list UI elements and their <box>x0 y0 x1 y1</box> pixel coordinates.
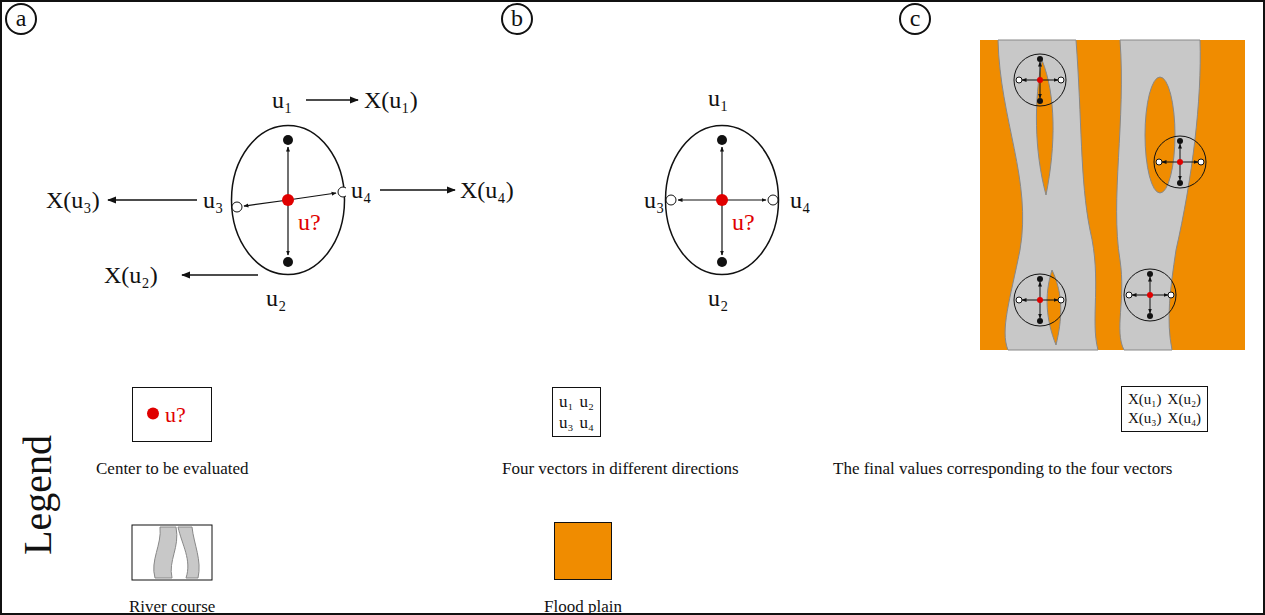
vector-label: u₄ <box>790 188 810 212</box>
vector-label: u₃ <box>559 414 573 431</box>
search-ellipse: u? <box>664 124 780 276</box>
center-label: u? <box>732 210 755 234</box>
legend-caption: The final values corresponding to the fo… <box>833 460 1172 477</box>
legend-sample-box: u? <box>132 387 212 442</box>
vector-label: X(u₄) <box>1168 411 1202 426</box>
legend-sample-box: u₁ u₂ u₃ u₄ <box>552 387 601 437</box>
panel-letter: b <box>501 3 533 35</box>
vector-label: u₂ <box>708 286 728 310</box>
vector-label: u₄ <box>351 178 371 202</box>
vector-label: X(u₃) <box>1128 411 1162 426</box>
vector-label: u₁ <box>272 88 292 112</box>
legend-swatch <box>554 522 612 580</box>
legend-heading: Legend <box>18 435 58 555</box>
value-label: X(u₂) <box>104 263 158 287</box>
value-label: X(u₄) <box>460 178 514 202</box>
center-label: u? <box>165 404 186 426</box>
panel-letter: a <box>5 3 37 35</box>
vector-label: u₁ <box>559 393 573 410</box>
vector-label: u₃ <box>644 188 664 212</box>
value-label: X(u₃) <box>46 188 100 212</box>
vector-label: X(u₂) <box>1168 392 1202 407</box>
legend-caption: Four vectors in different directions <box>502 460 739 477</box>
vector-label: X(u₁) <box>1128 392 1162 407</box>
panel-letter-text: c <box>910 6 921 30</box>
legend-sample-box: X(u₁) X(u₂) X(u₃) X(u₄) <box>1121 386 1208 432</box>
legend-caption: Center to be evaluated <box>96 460 248 477</box>
vector-label: u₄ <box>579 414 593 431</box>
ellipse-outline <box>664 124 780 276</box>
search-ellipse: u? <box>230 124 346 276</box>
legend-caption: Flood plain <box>544 598 622 615</box>
vector-label: u₂ <box>266 286 286 310</box>
vector-label: u₃ <box>203 188 223 212</box>
panel-letter: c <box>899 3 931 35</box>
vector-label: u₁ <box>708 86 728 110</box>
center-label: u? <box>298 210 321 234</box>
legend-caption: River course <box>129 598 215 615</box>
value-label: X(u₁) <box>364 88 418 112</box>
panel-letter-text: a <box>16 6 27 30</box>
panel-letter-text: b <box>511 6 523 30</box>
ellipse-outline <box>230 124 346 276</box>
vector-label: u₂ <box>579 393 593 410</box>
